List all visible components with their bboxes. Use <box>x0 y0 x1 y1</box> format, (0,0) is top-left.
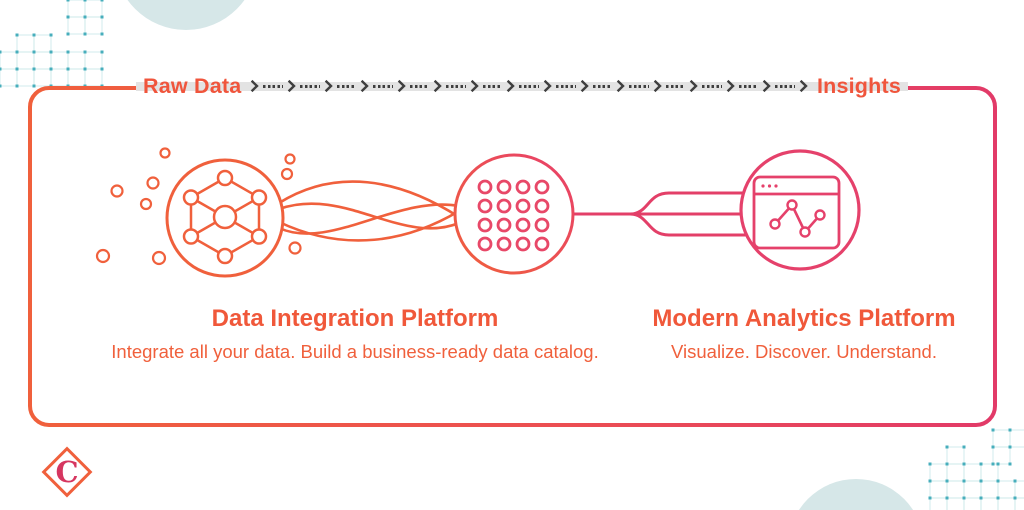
raw-data-label: Raw Data <box>143 73 242 98</box>
teal-circle-top <box>127 0 245 30</box>
dotted-line <box>519 84 540 88</box>
chevron-icon <box>799 79 808 93</box>
chevron-icon <box>287 79 296 93</box>
dotted-line <box>373 84 393 88</box>
dotted-line <box>482 84 503 88</box>
chevron-icon <box>397 79 406 93</box>
integration-caption: Data Integration Platform Integrate all … <box>60 303 650 364</box>
dotted-line <box>336 84 357 88</box>
dotted-line <box>409 84 430 88</box>
analytics-subtitle: Visualize. Discover. Understand. <box>671 341 937 362</box>
flow-strip: Raw Data Insights <box>136 71 908 101</box>
dot-grid-circle <box>453 153 575 275</box>
browser-chart-icon <box>752 175 841 250</box>
dotted-line <box>738 84 759 88</box>
scattered-dots <box>95 147 302 266</box>
chevron-icon <box>726 79 735 93</box>
dotted-line <box>629 84 649 88</box>
dotted-line <box>263 84 283 88</box>
chevron-icon <box>616 79 625 93</box>
integration-subtitle: Integrate all your data. Build a busines… <box>111 341 599 362</box>
dotted-line <box>775 84 796 88</box>
hexagon-network-icon <box>182 169 268 265</box>
dotted-line <box>702 84 722 88</box>
chevron-icon <box>763 79 772 93</box>
chevron-icon <box>360 79 369 93</box>
logo-letter: C <box>55 455 79 489</box>
dotted-line <box>299 84 320 88</box>
logo: C <box>41 446 93 498</box>
dot-grid-icon <box>477 179 550 252</box>
integration-title: Data Integration Platform <box>211 305 499 332</box>
dotted-line <box>665 84 686 88</box>
chevron-icon <box>580 79 589 93</box>
chevron-icon <box>690 79 699 93</box>
chevron-icon <box>653 79 662 93</box>
chevron-icon <box>251 79 260 93</box>
grid-pattern-bottom-right-icon <box>928 428 1024 510</box>
tangled-lines <box>278 180 460 242</box>
chevron-icon <box>507 79 516 93</box>
analytics-title: Modern Analytics Platform <box>652 305 956 332</box>
split-lines <box>570 191 748 237</box>
chevron-icon <box>434 79 443 93</box>
chevron-icon <box>470 79 479 93</box>
insights-label: Insights <box>816 73 901 98</box>
analytics-caption: Modern Analytics Platform Visualize. Dis… <box>648 303 960 364</box>
chevron-icon <box>324 79 333 93</box>
teal-circle-bottom <box>798 479 914 510</box>
dotted-line <box>556 84 576 88</box>
flow-track <box>250 79 808 93</box>
dotted-line <box>592 84 613 88</box>
analytics-circle <box>739 149 861 271</box>
dotted-line <box>446 84 466 88</box>
chevron-icon <box>543 79 552 93</box>
